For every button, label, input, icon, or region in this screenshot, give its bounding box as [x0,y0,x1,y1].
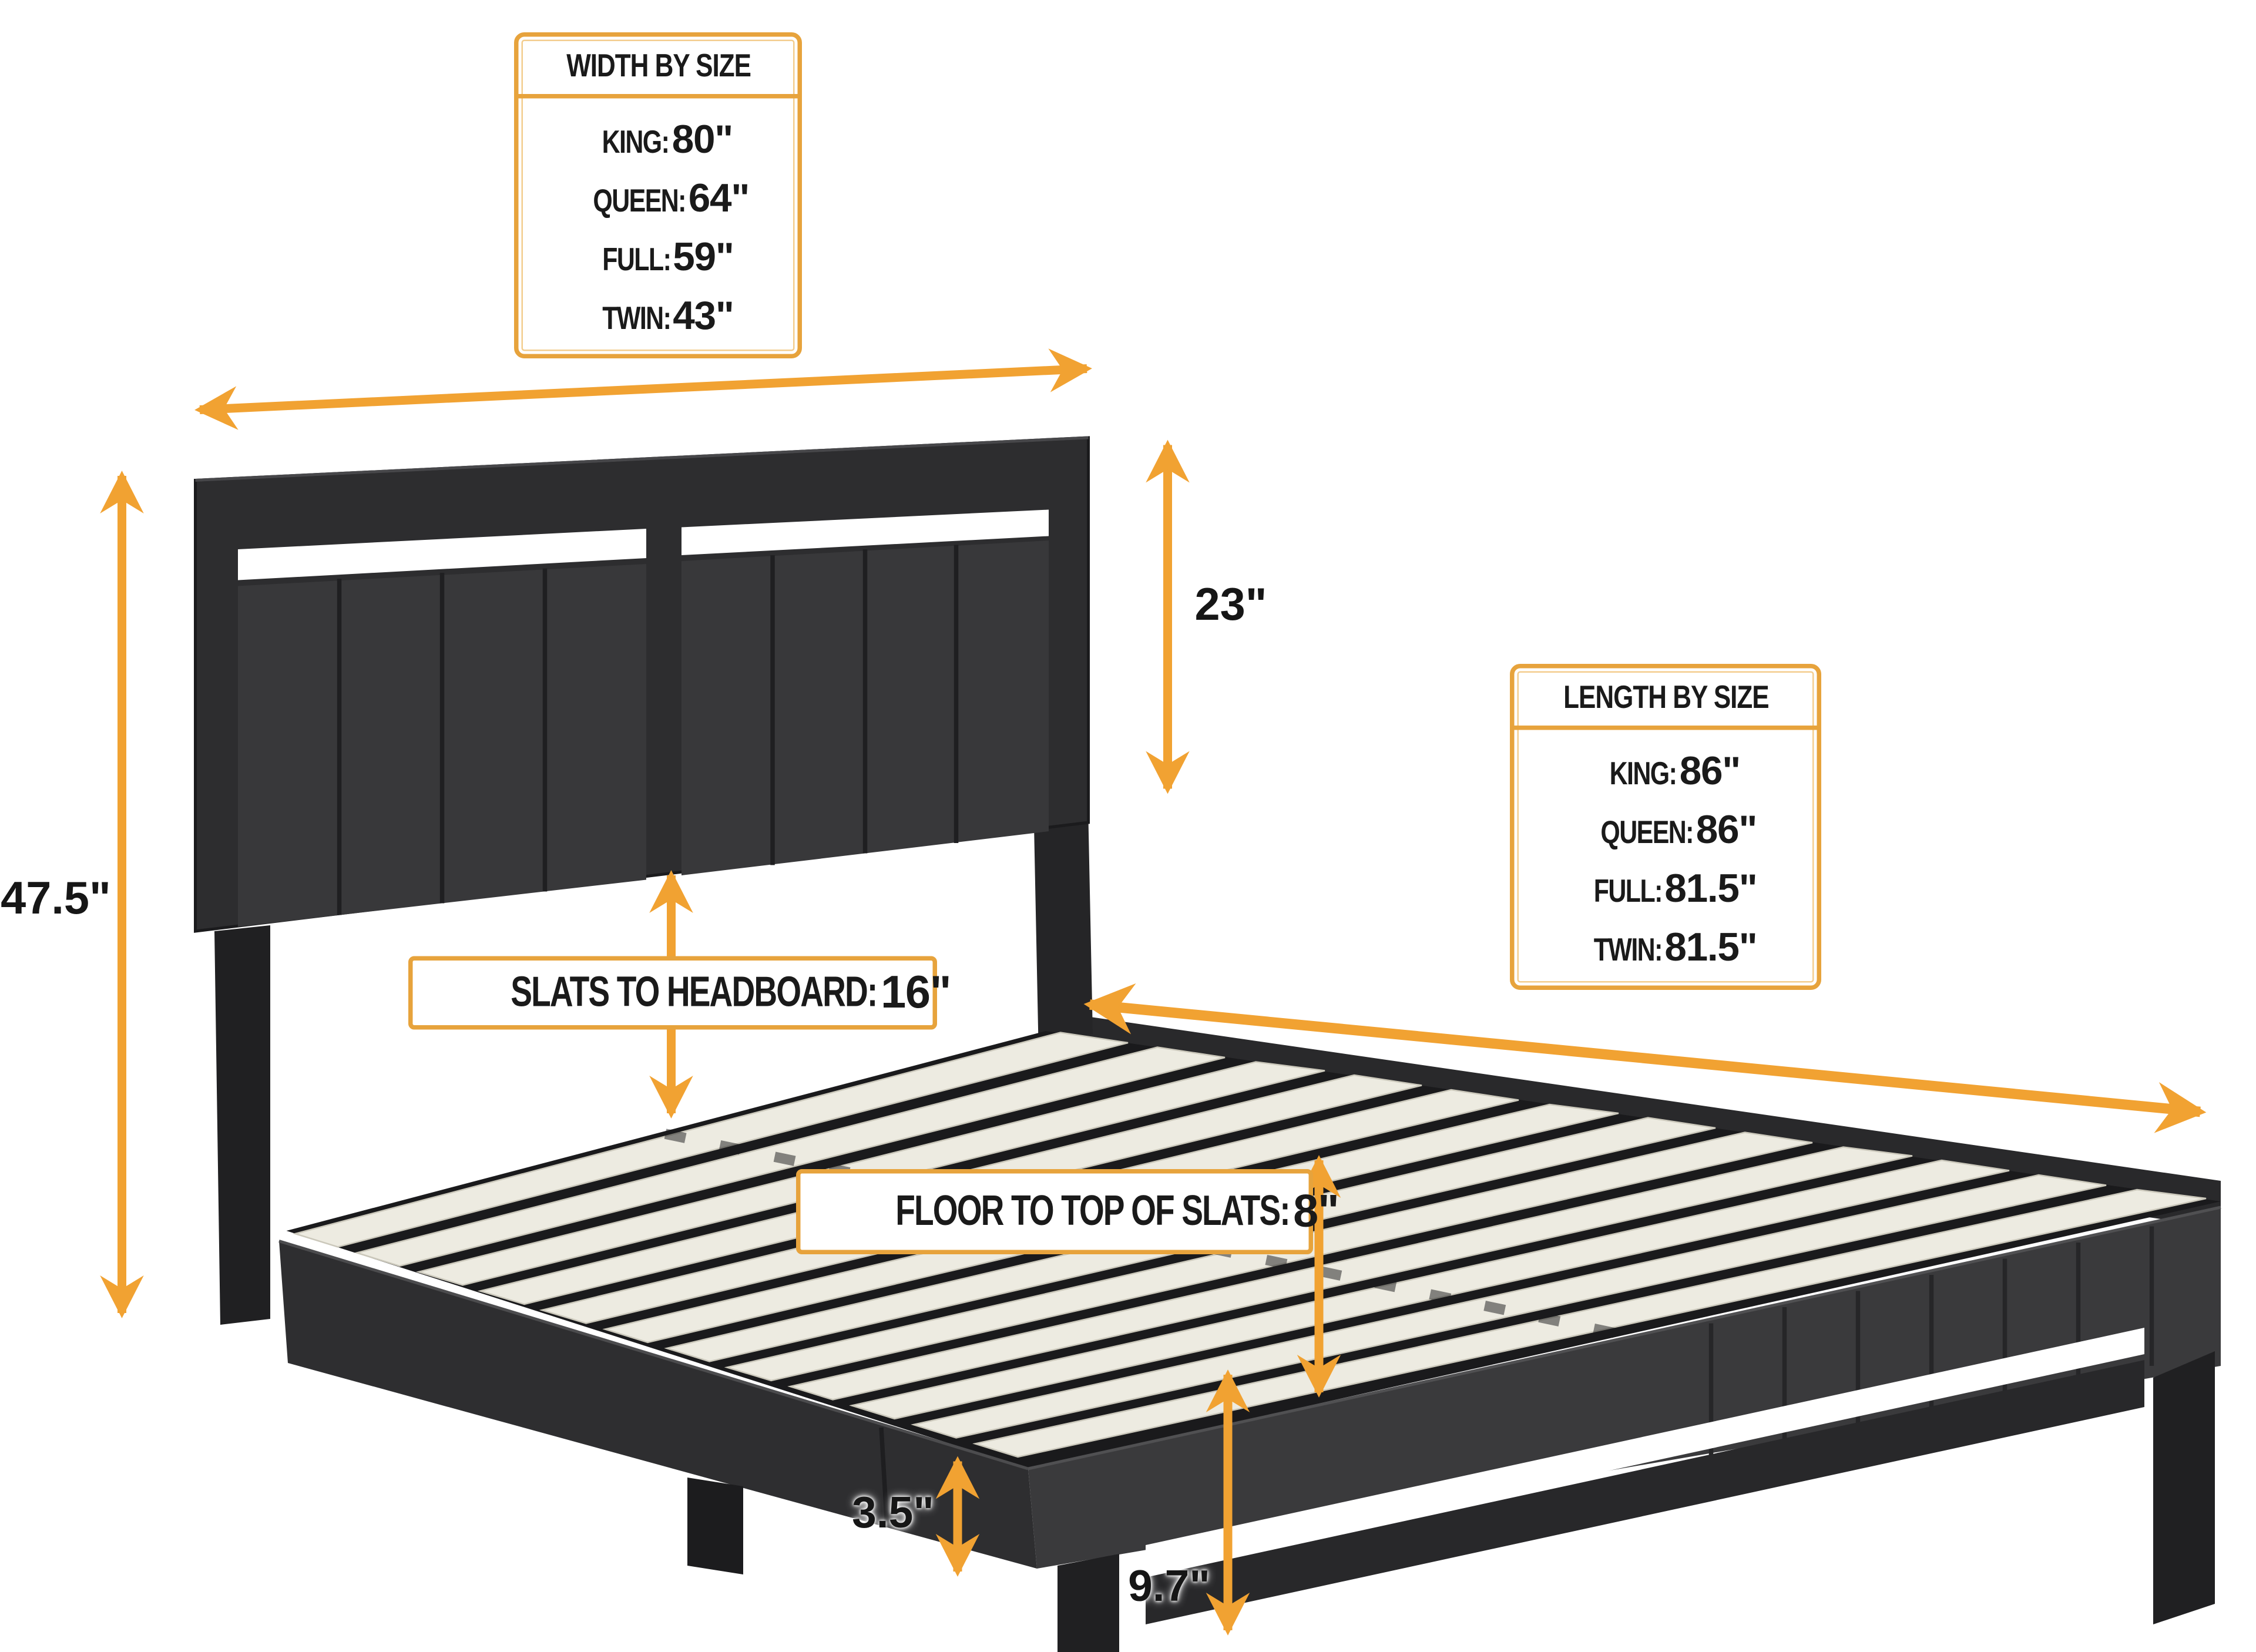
size-row: QUEEN: 86" [1600,808,1757,852]
size-row: KING: 80" [602,117,733,162]
headboard-height-label: 23" [1194,579,1267,630]
headboard-left-leg [214,925,270,1325]
slat [972,1188,2207,1458]
length-by-size-header: LENGTH BY SIZE [1514,669,1817,730]
size-row: FULL: 59" [602,235,734,279]
slats-to-headboard-callout: SLATS TO HEADBOARD: 16" [408,956,952,1030]
clearance-label: 3.5" [852,1489,934,1538]
width-arrow [194,348,1092,430]
width-by-size-title: WIDTH BY SIZE [566,47,751,84]
size-row: TWIN: 81.5" [1593,925,1757,969]
footboard-near-leg [1058,1554,1119,1652]
floor-to-top-of-slats-callout: FLOOR TO TOP OF SLATS: 8" [796,1169,1340,1254]
slat [787,1146,1913,1401]
footboard-bottom-bar [1146,1360,2144,1624]
slat [849,1159,2010,1420]
size-row: KING: 86" [1609,749,1741,793]
size-row: QUEEN: 64" [593,176,750,220]
middle-leg [687,1478,743,1574]
headboard-slot-left [238,529,646,580]
footboard [1028,1206,2221,1652]
dimension-arrows [100,348,2207,1636]
size-row: TWIN: 43" [602,294,734,338]
footboard-far-leg [2153,1351,2215,1624]
footboard-slot [1146,1328,2144,1572]
width-by-size-header: WIDTH BY SIZE [518,37,798,99]
footboard-face [1028,1207,2221,1569]
length-arrow [1083,983,2207,1133]
width-by-size-box: WIDTH BY SIZE KING: 80" QUEEN: 64" FULL:… [514,32,802,358]
size-row: FULL: 81.5" [1593,867,1757,911]
length-by-size-title: LENGTH BY SIZE [1563,679,1768,716]
headboard-slot-right [682,509,1049,555]
rail-height-label: 9.7" [1128,1563,1210,1611]
panel-seams [337,545,959,915]
headboard [194,436,1090,1325]
overall-height-label: 47.5" [1,872,111,924]
length-by-size-box: LENGTH BY SIZE KING: 86" QUEEN: 86" FULL… [1510,664,1821,990]
side-rail [278,1240,1037,1569]
headboard-right-post [1034,820,1093,1043]
